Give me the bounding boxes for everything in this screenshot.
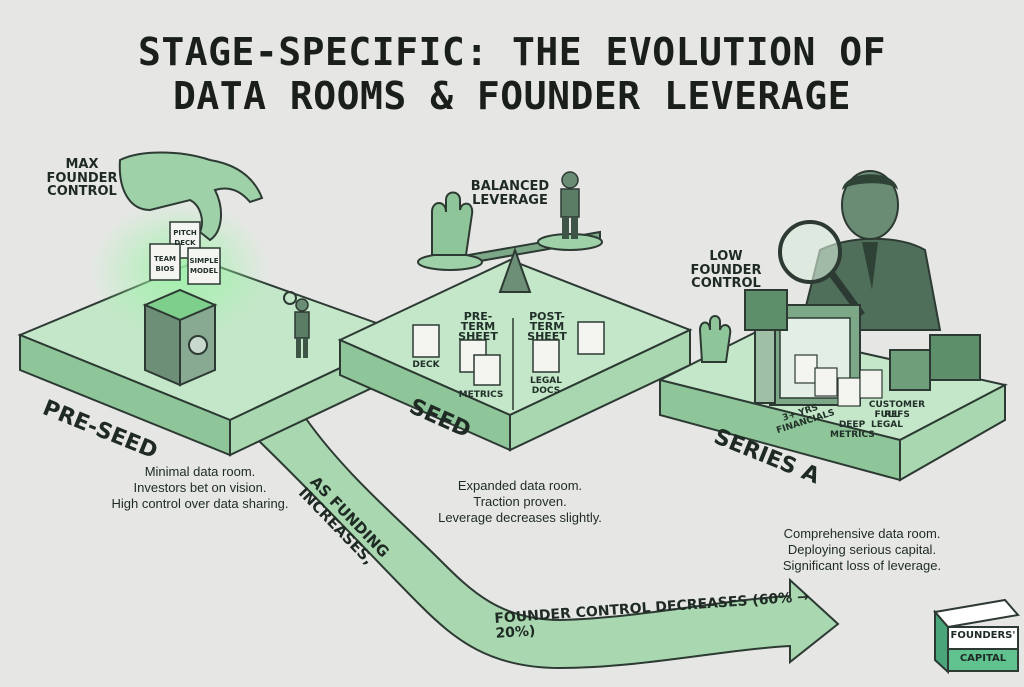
seed-description: Expanded data room. Traction proven. Lev… [410, 478, 630, 526]
doc-full-legal-label: FULL LEGAL [871, 410, 903, 430]
page-title-line1: STAGE-SPECIFIC: THE EVOLUTION OF [137, 30, 887, 74]
pre-term-sheet-label: PRE-TERM SHEET [458, 310, 498, 343]
series-a-control-line1: LOW [709, 249, 743, 264]
preseed-description: Minimal data room. Investors bet on visi… [90, 464, 310, 512]
doc-legal-docs-label: LEGAL DOCS [530, 376, 562, 396]
logo-line1: FOUNDERS' [950, 630, 1016, 641]
investor-figure-small [283, 291, 310, 358]
safe-icon [142, 288, 218, 387]
seed-control-line1: BALANCED [470, 179, 550, 194]
preseed-control-line3: CONTROL [47, 184, 117, 200]
doc-simple-model: SIMPLE MODEL [189, 257, 219, 275]
seed-desc-line3: Leverage decreases slightly. [438, 510, 602, 525]
preseed-control-line2: FOUNDER [46, 170, 118, 186]
preseed-desc-line1: Minimal data room. [144, 464, 256, 479]
doc-deep-metrics-label: DEEP METRICS [830, 420, 875, 440]
logo-box [933, 598, 1020, 675]
doc-team-bios: TEAM BIOS [154, 255, 176, 273]
doc-customer-refs-label: CUSTOMER REFS [868, 400, 926, 420]
seed-desc-line1: Expanded data room. [457, 478, 583, 493]
hand-icon-preseed [118, 151, 264, 242]
series-a-control-line2: FOUNDER [690, 262, 762, 278]
preseed-docs [149, 221, 221, 285]
doc-pitch-deck: PITCH DECK [173, 229, 197, 247]
page-title-line2: DATA ROOMS & FOUNDER LEVERAGE [173, 74, 851, 118]
seed-control-line2: LEVERAGE [472, 192, 548, 208]
balance-scale-icon [417, 171, 603, 293]
seed-desc-line2: Traction proven. [473, 494, 567, 509]
magnifier-icon [778, 220, 865, 318]
money-stacks-icon [744, 289, 981, 391]
post-term-sheet-label: POST-TERM SHEET [527, 310, 567, 343]
funding-arrow [256, 408, 840, 670]
series-a-docs [794, 354, 883, 407]
seed-docs [412, 321, 605, 386]
series-a-desc-line2: Deploying serious capital. [787, 542, 937, 557]
preseed-desc-line2: Investors bet on vision. [133, 480, 267, 495]
series-a-desc-line1: Comprehensive data room. [783, 526, 941, 541]
preseed-desc-line3: High control over data sharing. [111, 496, 289, 511]
series-a-desc-line3: Significant loss of leverage. [782, 558, 942, 573]
preseed-control-label: MAX FOUNDER CONTROL [42, 158, 122, 199]
preseed-control-line1: MAX [65, 157, 99, 172]
logo-line2: CAPITAL [959, 653, 1007, 664]
hand-icon-series-a [698, 315, 732, 363]
doc-metrics-label: METRICS [458, 390, 504, 400]
series-a-control-label: LOW FOUNDER CONTROL [686, 250, 766, 291]
series-a-description: Comprehensive data room. Deploying serio… [752, 526, 972, 574]
doc-deck-label: DECK [412, 360, 440, 370]
platform-seed [337, 258, 693, 452]
series-a-control-line3: CONTROL [691, 276, 761, 292]
seed-control-label: BALANCED LEVERAGE [460, 180, 560, 207]
